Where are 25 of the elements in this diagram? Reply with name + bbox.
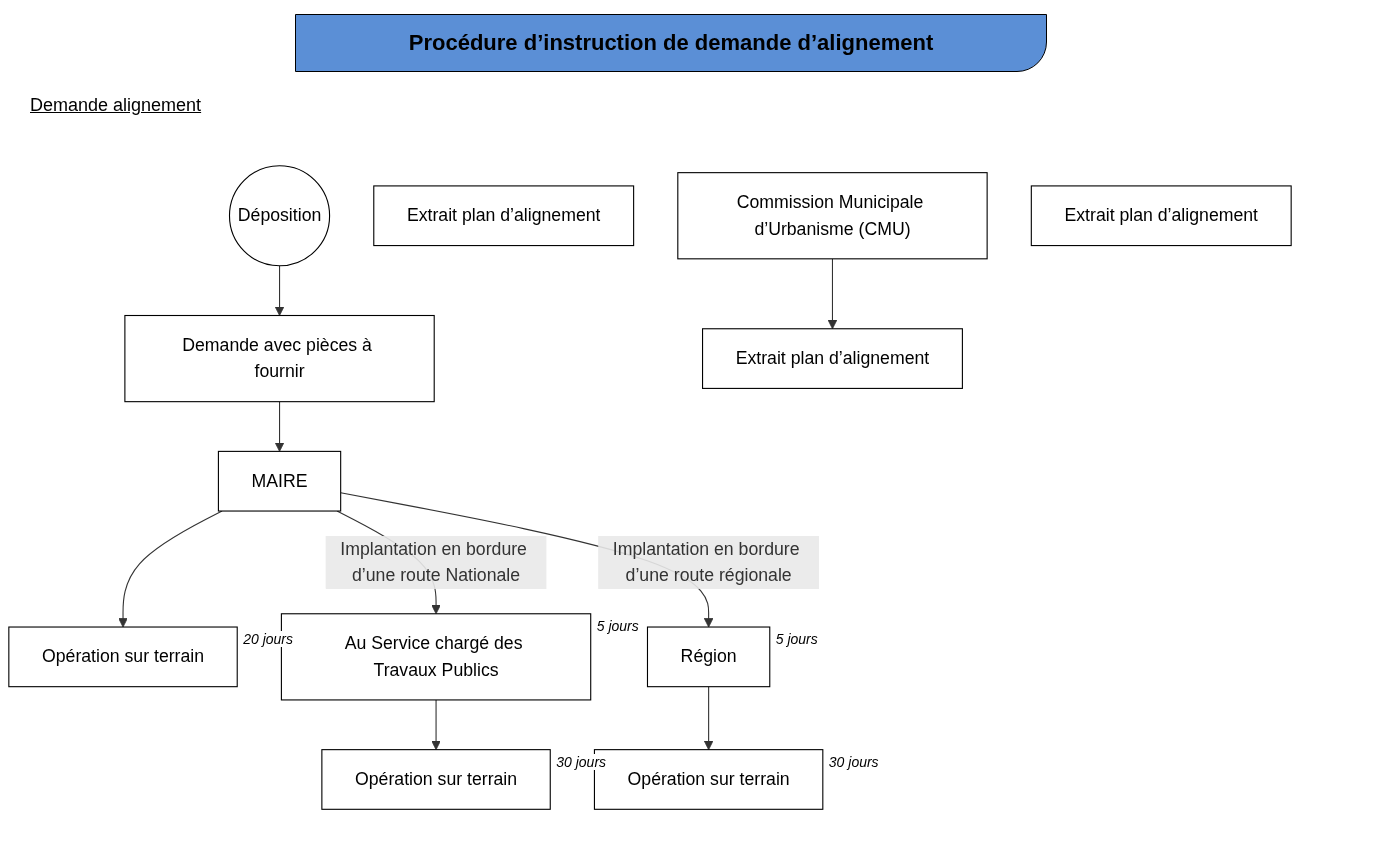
node-box: Opération sur terrain — [8, 626, 238, 688]
node-box: MAIRE — [217, 450, 342, 512]
node-box: Extrait plan d’alignement — [702, 328, 963, 389]
arrow — [274, 401, 285, 452]
duration-label: 5 jours — [596, 617, 639, 634]
node-box: Extrait plan d’alignement — [1030, 185, 1292, 247]
edge-label: Implantation en bordure d’une route Nationale — [340, 539, 527, 585]
node-box: Région — [646, 626, 771, 688]
arrow — [703, 686, 714, 751]
arrow — [118, 510, 223, 628]
duration-label: 30 jours — [828, 753, 879, 770]
duration-label: 20 jours — [243, 631, 293, 647]
node-box: Opération sur terrain — [321, 749, 551, 810]
section-heading: Demande alignement — [30, 95, 202, 116]
duration-label: 30 jours — [556, 753, 607, 770]
node-box: Extrait plan d’alignement — [373, 185, 635, 247]
node-box: Demande avec pièces à fournir — [124, 314, 435, 403]
node-circle: Déposition — [228, 165, 331, 267]
arrow — [431, 699, 441, 751]
edge-label: Implantation en bordure d’une route régionale — [612, 539, 800, 585]
duration-label: 5 jours — [775, 631, 818, 647]
arrow — [274, 265, 285, 316]
arrow — [827, 258, 838, 330]
node-box: Commission Municipale d’Urbanisme (CMU) — [677, 172, 988, 260]
title-banner: Procédure d’instruction de demande d’alignement — [295, 14, 1047, 72]
